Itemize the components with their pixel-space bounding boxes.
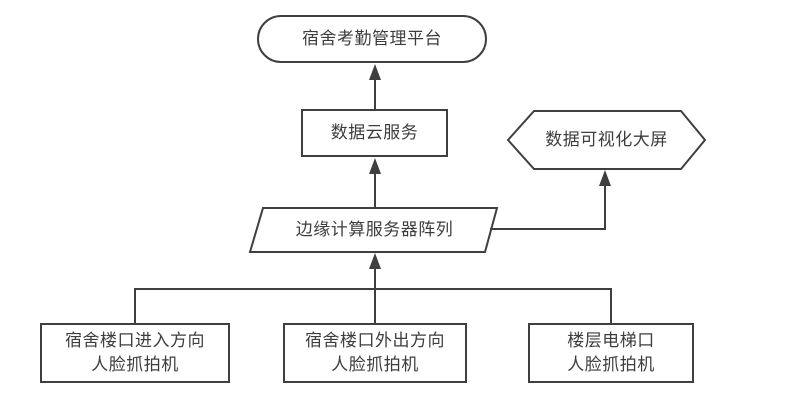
- node-cloud: 数据云服务: [301, 109, 448, 157]
- node-edge-servers: 边缘计算服务器阵列: [252, 208, 497, 252]
- hexagon-shape: [506, 110, 707, 170]
- node-camera-entry: 宿舍楼口进入方向 人脸抓拍机: [40, 323, 230, 383]
- node-screen: 数据可视化大屏: [508, 111, 705, 169]
- node-camera-elevator-label: 楼层电梯口 人脸抓拍机: [567, 331, 655, 375]
- node-camera-elevator: 楼层电梯口 人脸抓拍机: [528, 323, 694, 383]
- node-camera-exit: 宿舍楼口外出方向 人脸抓拍机: [283, 323, 467, 383]
- node-platform: 宿舍考勤管理平台: [257, 15, 487, 63]
- arrowhead-bus-to-edge: [369, 253, 381, 269]
- node-cloud-label: 数据云服务: [330, 123, 419, 143]
- connector-edge-to-screen: [490, 186, 606, 230]
- arrowhead-edge-to-screen: [599, 170, 611, 186]
- arrowhead-edge-to-cloud: [369, 158, 381, 174]
- arrowhead-cloud-to-platform: [369, 64, 381, 80]
- parallelogram-shape: [248, 207, 499, 253]
- node-screen-label: 数据可视化大屏: [545, 130, 668, 150]
- connector-camera-bus: [134, 288, 612, 323]
- node-camera-entry-label: 宿舍楼口进入方向 人脸抓拍机: [65, 331, 205, 375]
- node-platform-label: 宿舍考勤管理平台: [302, 29, 442, 49]
- node-edge-servers-label: 边缘计算服务器阵列: [295, 220, 454, 240]
- node-camera-exit-label: 宿舍楼口外出方向 人脸抓拍机: [305, 331, 445, 375]
